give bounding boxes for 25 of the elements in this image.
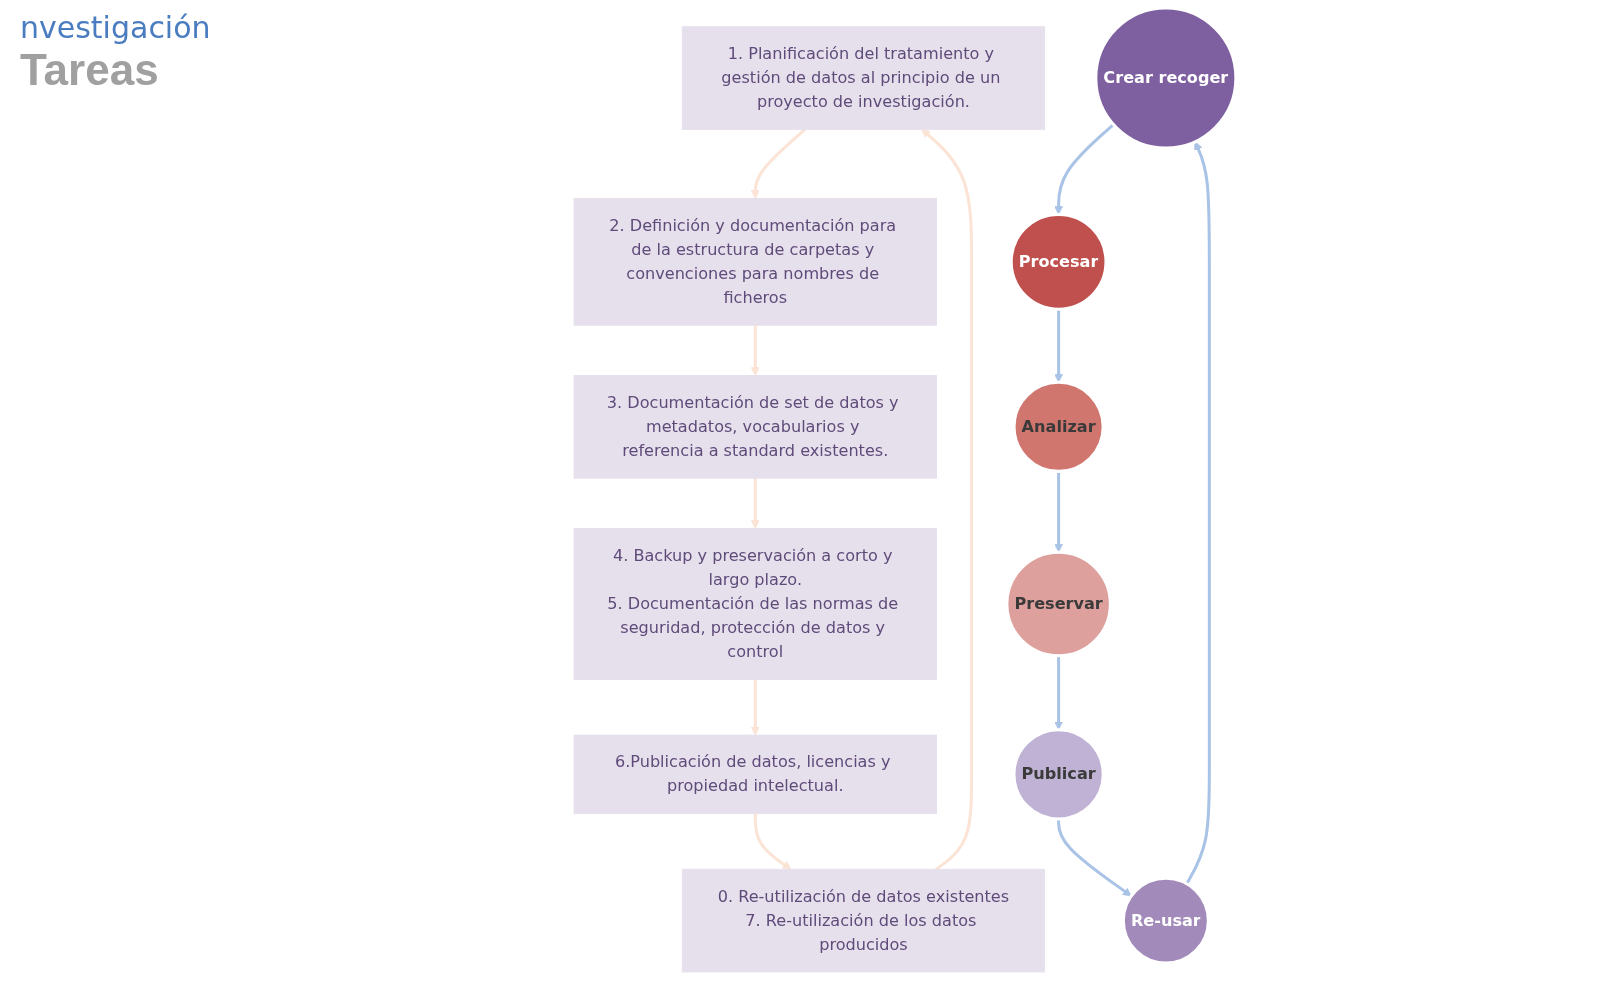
arrow — [921, 129, 974, 871]
arrow — [1185, 141, 1211, 885]
arrow — [750, 325, 760, 376]
arrow — [1054, 123, 1115, 215]
node-circle: Crear recoger — [1094, 6, 1238, 150]
node-box: 6.Publicación de datos, licencias y propiedad intelectual. — [573, 734, 937, 815]
arrow — [1054, 309, 1064, 383]
node-box: 2. Definición y documentación para de la estructura de carpetas y convenciones para nombres de ficheros — [573, 197, 937, 326]
arrow — [750, 128, 807, 199]
node-circle: Preservar — [1005, 550, 1112, 658]
arrow — [1054, 471, 1064, 553]
arrow — [750, 679, 760, 736]
arrow — [1057, 819, 1132, 897]
node-circle: Analizar — [1012, 380, 1105, 473]
node-box: 3. Documentación de set de datos y metadatos, vocabularios y referencia a standard existentes. — [573, 375, 937, 479]
node-circle: Publicar — [1012, 728, 1105, 821]
node-box: 1. Planificación del tratamiento y gestión de datos al principio de un proyecto de investigación. — [681, 26, 1046, 130]
arrow — [753, 813, 792, 870]
arrow — [750, 478, 760, 529]
node-box: 4. Backup y preservación a corto y largo plazo. 5. Documentación de las normas de seguridad, protección de datos y control — [573, 527, 937, 680]
node-box: 0. Re-utilización de datos existentes 7. Re-utilización de los datos producidos — [681, 868, 1046, 973]
node-circle: Re-usar — [1121, 876, 1210, 965]
title-fragment: nvestigación — [20, 10, 211, 45]
node-circle: Procesar — [1009, 212, 1108, 311]
center-label: Tareas — [20, 45, 160, 95]
